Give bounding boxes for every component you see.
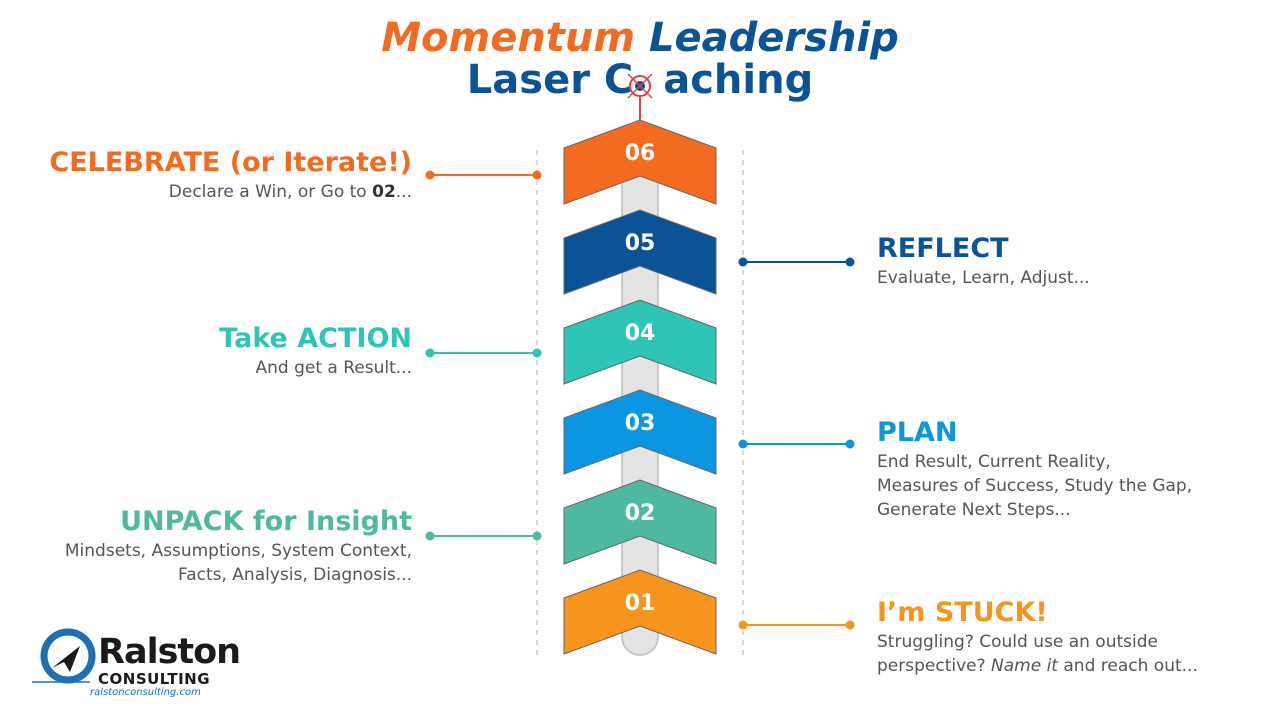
title-aching: aching [663, 57, 814, 103]
step-label-01: I’m STUCK! Struggling? Could use an outsi… [877, 596, 1198, 678]
title-line-1: Momentum Leadership [0, 18, 1280, 58]
step-desc-line: Measures of Success, Study the Gap, [877, 476, 1193, 496]
connector-dot-06-1 [532, 170, 542, 180]
chevron-step-05 [563, 209, 717, 295]
target-icon [627, 73, 653, 128]
step-desc-line: perspective? Name it and reach out... [877, 656, 1198, 676]
chevron-group: 06 05 04 03 02 01 [563, 119, 717, 655]
step-heading: UNPACK for Insight [120, 506, 412, 537]
chevron-step-02 [563, 479, 717, 565]
chevron-step-06 [563, 119, 717, 205]
title-line-2: Laser C aching [0, 60, 1280, 100]
chevron-step-01 [563, 569, 717, 655]
title-laser-c: Laser C [466, 57, 634, 103]
title-word-leadership: Leadership [649, 15, 899, 61]
step-number-01: 01 [625, 591, 656, 616]
step-heading: Take ACTION [219, 323, 412, 354]
step-desc-line: And get a Result... [255, 358, 412, 378]
step-desc-line: End Result, Current Reality, [877, 452, 1111, 472]
step-label-06: CELEBRATE (or Iterate!) Declare a Win, or… [49, 146, 412, 204]
connector-dot-02-0 [425, 531, 435, 541]
step-number-03: 03 [625, 411, 656, 436]
connector-dot-04-1 [532, 348, 542, 358]
step-label-04: Take ACTION And get a Result... [219, 322, 412, 380]
chevron-step-04 [563, 299, 717, 385]
connector-dot-05-1 [845, 257, 855, 267]
step-desc-line: Evaluate, Learn, Adjust... [877, 268, 1090, 288]
step-heading: PLAN [877, 417, 958, 448]
ralston-logo: Ralston CONSULTING ralstonconsulting.com [30, 628, 241, 703]
step-desc-line: Struggling? Could use an outside [877, 632, 1158, 652]
step-desc-line: Generate Next Steps... [877, 500, 1071, 520]
step-label-05: REFLECT Evaluate, Learn, Adjust... [877, 232, 1090, 290]
step-label-03: PLAN End Result, Current Reality, Measures… [877, 416, 1192, 522]
connector-dot-02-1 [532, 531, 542, 541]
step-heading: REFLECT [877, 233, 1009, 264]
logo-url: ralstonconsulting.com [90, 687, 201, 698]
step-desc-line: Mindsets, Assumptions, System Context, [64, 541, 412, 561]
step-desc-line: Facts, Analysis, Diagnosis... [177, 565, 412, 585]
step-number-02: 02 [625, 501, 656, 526]
connector-dot-01-0 [738, 620, 748, 630]
connector-dot-04-0 [425, 348, 435, 358]
connector-dot-03-1 [845, 439, 855, 449]
connector-dot-06-0 [425, 170, 435, 180]
connector-dot-05-0 [738, 257, 748, 267]
connector-group [425, 170, 855, 630]
connector-dot-01-1 [845, 620, 855, 630]
logo-sub: CONSULTING [98, 670, 211, 688]
step-number-04: 04 [625, 321, 656, 346]
step-desc-line: Declare a Win, or Go to 02... [168, 182, 412, 202]
step-number-06: 06 [625, 141, 656, 166]
step-heading: I’m STUCK! [877, 597, 1048, 628]
title-word-momentum: Momentum [381, 15, 636, 61]
connector-dot-03-0 [738, 439, 748, 449]
logo-name: Ralston [98, 632, 241, 672]
step-heading: CELEBRATE (or Iterate!) [49, 147, 412, 178]
step-number-05: 05 [625, 231, 656, 256]
logo-emblem-icon [32, 628, 96, 684]
chevron-step-03 [563, 389, 717, 475]
